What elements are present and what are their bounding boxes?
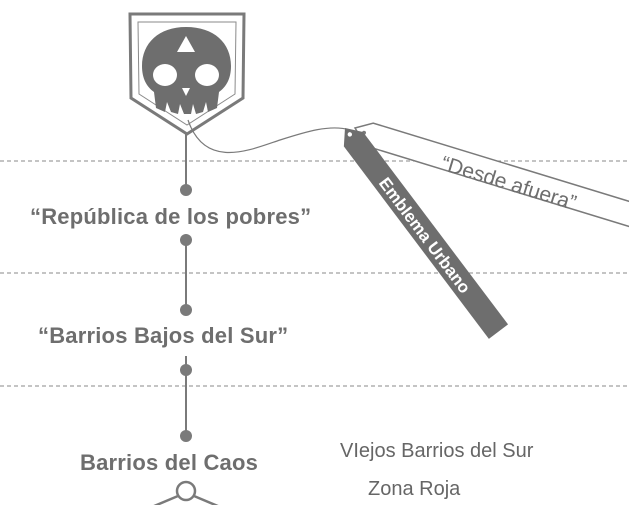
timeline-dot [180, 364, 192, 376]
timeline-dot [180, 430, 192, 442]
tag-string [187, 119, 351, 154]
skull-shield-icon [128, 12, 246, 136]
timeline-dot [180, 184, 192, 196]
timeline-dot [180, 234, 192, 246]
timeline-label-republica: “República de los pobres” [30, 204, 312, 229]
timeline-label-barrios-bajos: “Barrios Bajos del Sur” [38, 323, 289, 348]
side-label-viejos-barrios: VIejos Barrios del Sur [340, 440, 534, 462]
bottom-ring-icon [141, 480, 231, 510]
emblema-urbano-tag [343, 128, 509, 339]
timeline-label-barrios-caos: Barrios del Caos [80, 450, 259, 475]
timeline-dot [180, 304, 192, 316]
side-label-zona-roja: Zona Roja [368, 478, 461, 500]
